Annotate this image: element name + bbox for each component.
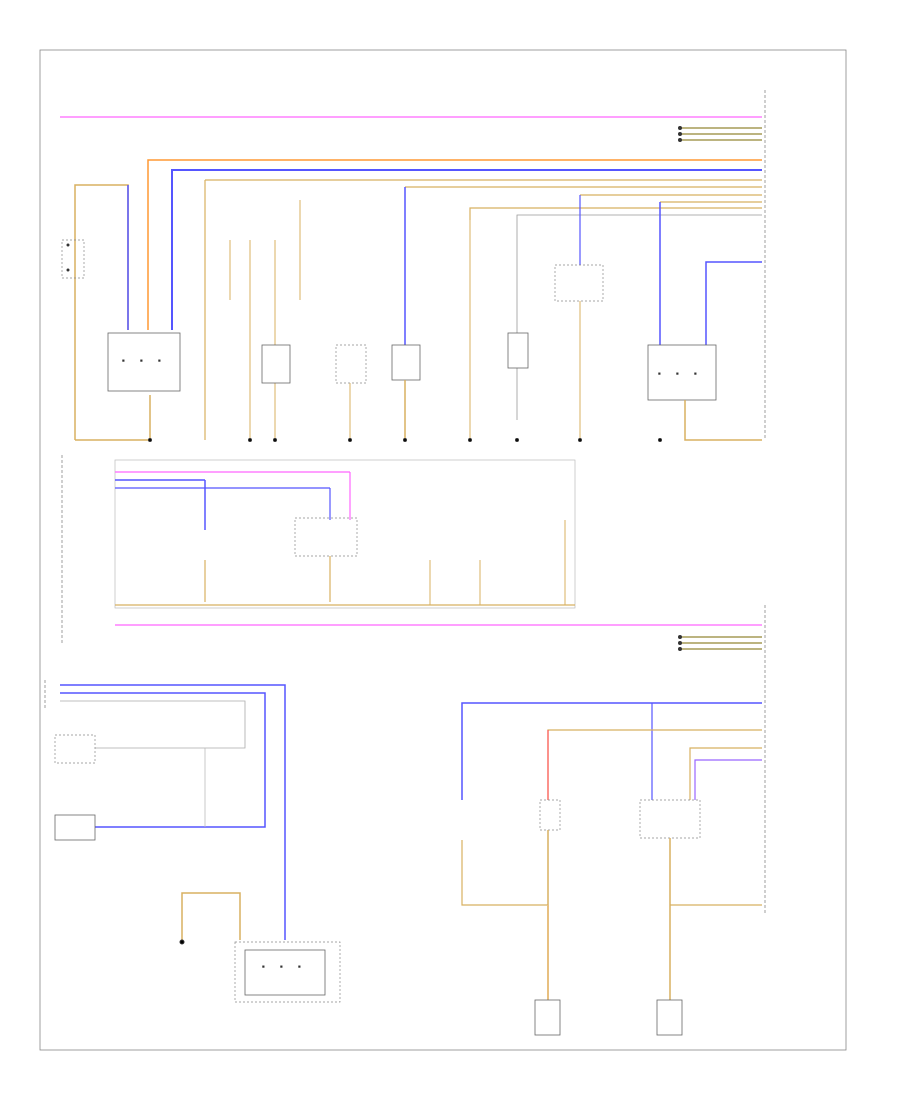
left-upper-switch [61,184,129,440]
top-harness [60,90,766,440]
svg-text:■: ■ [694,371,697,376]
svg-text:■: ■ [122,358,125,363]
svg-text:■: ■ [658,371,661,376]
center-console-module: ■ ■ ■ [75,332,181,441]
upper-grounds [148,438,662,442]
svg-text:■: ■ [298,964,301,969]
rear-window-switches [44,680,286,940]
front-passenger-lower [461,702,762,1036]
diagram-frame [39,49,847,1051]
mid-connector-block [61,455,576,645]
upper-blue-module [391,187,471,440]
svg-text:■: ■ [158,358,161,363]
svg-text:■: ■ [262,964,265,969]
lower-left-module: ■ ■ ■ [179,892,341,1003]
upper-right-switch [507,195,604,440]
upper-switch-row [204,180,367,440]
lower-harness [115,605,766,915]
svg-text:■: ■ [280,964,283,969]
svg-text:■: ■ [676,371,679,376]
front-passenger-module: ■ ■ ■ [647,202,762,441]
svg-text:■: ■ [140,358,143,363]
